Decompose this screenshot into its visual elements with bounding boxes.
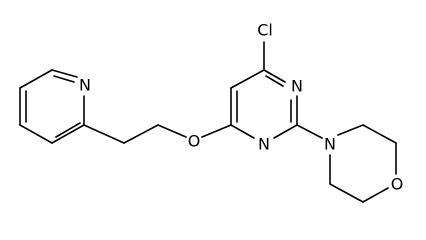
bond	[263, 69, 286, 83]
bond	[362, 187, 389, 203]
bond	[19, 69, 53, 89]
ethyl-linker	[83, 124, 187, 144]
bond	[19, 124, 53, 144]
double-bond-inner	[265, 75, 284, 87]
atom-label-pyrimidine-nitrogen-top: N	[291, 77, 303, 96]
chemical-structure-diagram: Cl N N O N N O	[19, 21, 404, 203]
bond	[329, 183, 364, 203]
atom-label-morpholine-oxygen: O	[391, 175, 404, 194]
atom-label-ether-oxygen: O	[188, 132, 201, 151]
double-bond-inner	[55, 122, 81, 138]
bond	[157, 124, 187, 138]
bond	[230, 69, 265, 89]
atom-label-morpholine-nitrogen: N	[324, 135, 336, 154]
bond	[230, 124, 255, 139]
morpholine-ring	[296, 124, 397, 203]
pyrimidine-ring	[201, 41, 298, 139]
bond	[51, 69, 78, 78]
bond	[337, 124, 364, 136]
bond	[123, 124, 159, 144]
atom-label-pyridine-nitrogen: N	[79, 76, 91, 95]
bond	[83, 124, 125, 144]
bond	[273, 124, 298, 139]
atom-label-chlorine: Cl	[257, 21, 273, 40]
double-bond-inner	[53, 75, 75, 83]
bond	[362, 124, 397, 144]
pyridine-ring	[19, 69, 85, 144]
bond	[201, 124, 232, 138]
bond	[296, 124, 323, 139]
atom-label-pyrimidine-nitrogen-bottom: N	[258, 135, 270, 154]
bond	[51, 124, 85, 144]
